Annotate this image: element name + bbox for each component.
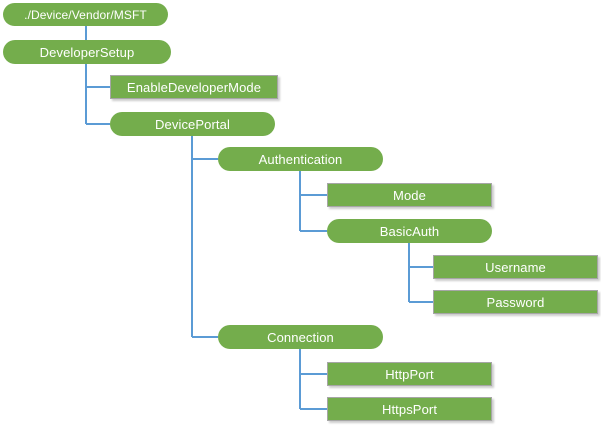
node-label-device-portal: DevicePortal: [155, 116, 230, 132]
node-password[interactable]: Password: [433, 290, 598, 314]
node-https-port[interactable]: HttpsPort: [327, 397, 492, 421]
node-label-developer-setup: DeveloperSetup: [39, 44, 135, 60]
node-root[interactable]: ./Device/Vendor/MSFT: [3, 3, 168, 26]
node-authentication[interactable]: Authentication: [218, 147, 383, 171]
node-enable-developer-mode[interactable]: EnableDeveloperMode: [110, 75, 278, 99]
node-label-http-port: HttpPort: [385, 366, 434, 382]
node-label-connection: Connection: [267, 329, 334, 345]
node-developer-setup[interactable]: DeveloperSetup: [3, 40, 171, 64]
node-label-https-port: HttpsPort: [381, 401, 438, 417]
node-label-enable-developer-mode: EnableDeveloperMode: [126, 79, 262, 95]
node-label-root: ./Device/Vendor/MSFT: [24, 7, 147, 22]
node-basic-auth[interactable]: BasicAuth: [327, 219, 492, 243]
node-http-port[interactable]: HttpPort: [327, 362, 492, 386]
node-device-portal[interactable]: DevicePortal: [110, 112, 275, 136]
node-mode[interactable]: Mode: [327, 183, 492, 207]
node-username[interactable]: Username: [433, 255, 598, 279]
node-label-username: Username: [485, 259, 546, 275]
node-label-mode: Mode: [393, 187, 426, 203]
node-label-authentication: Authentication: [258, 151, 343, 167]
node-label-password: Password: [486, 294, 545, 310]
node-connection[interactable]: Connection: [218, 325, 383, 349]
node-label-basic-auth: BasicAuth: [379, 223, 440, 239]
